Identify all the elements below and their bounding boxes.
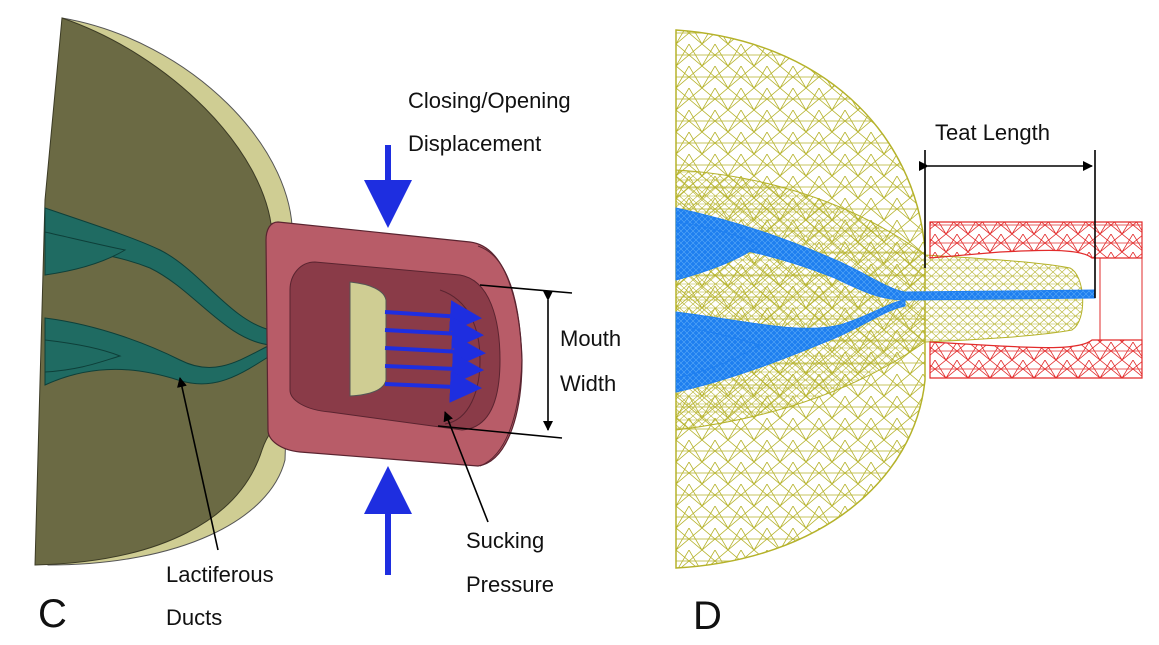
lactiferous-ducts-label-line1: Lactiferous [166, 562, 274, 587]
panel-c [34, 17, 573, 575]
mouth-mesh-end [1099, 258, 1143, 340]
mouth-width-dimension [437, 284, 573, 439]
teat-shape [349, 281, 387, 397]
mouth-mesh-top [929, 221, 1143, 259]
sucking-pressure-label-line2: Pressure [466, 572, 555, 597]
sucking-pressure-label-line1: Sucking [466, 528, 545, 553]
mouth-model [265, 221, 523, 467]
mouth-mesh-bottom [929, 339, 1143, 379]
lactiferous-ducts-shape [44, 207, 383, 386]
sucking-leader [443, 411, 489, 523]
closing-displacement-label-line2: Displacement [408, 131, 542, 156]
teat-length-dimension [919, 150, 1096, 298]
mouth-width-label-line1: Mouth [560, 326, 622, 351]
mouth-width-label-line2: Width [560, 371, 617, 396]
closing-displacement-label-line1: Closing/Opening [408, 88, 571, 113]
sucking-pressure-arrows [384, 300, 486, 403]
teat-length-label: Teat Length [935, 120, 1050, 145]
lactiferous-ducts-label-line2: Ducts [166, 605, 223, 630]
panel-d [675, 29, 1143, 569]
ducts-leader [177, 377, 219, 551]
panel-d-letter: D [693, 594, 722, 638]
teat-mesh [675, 169, 1084, 431]
duct-mesh [675, 207, 1096, 393]
panel-c-letter: C [38, 592, 67, 636]
